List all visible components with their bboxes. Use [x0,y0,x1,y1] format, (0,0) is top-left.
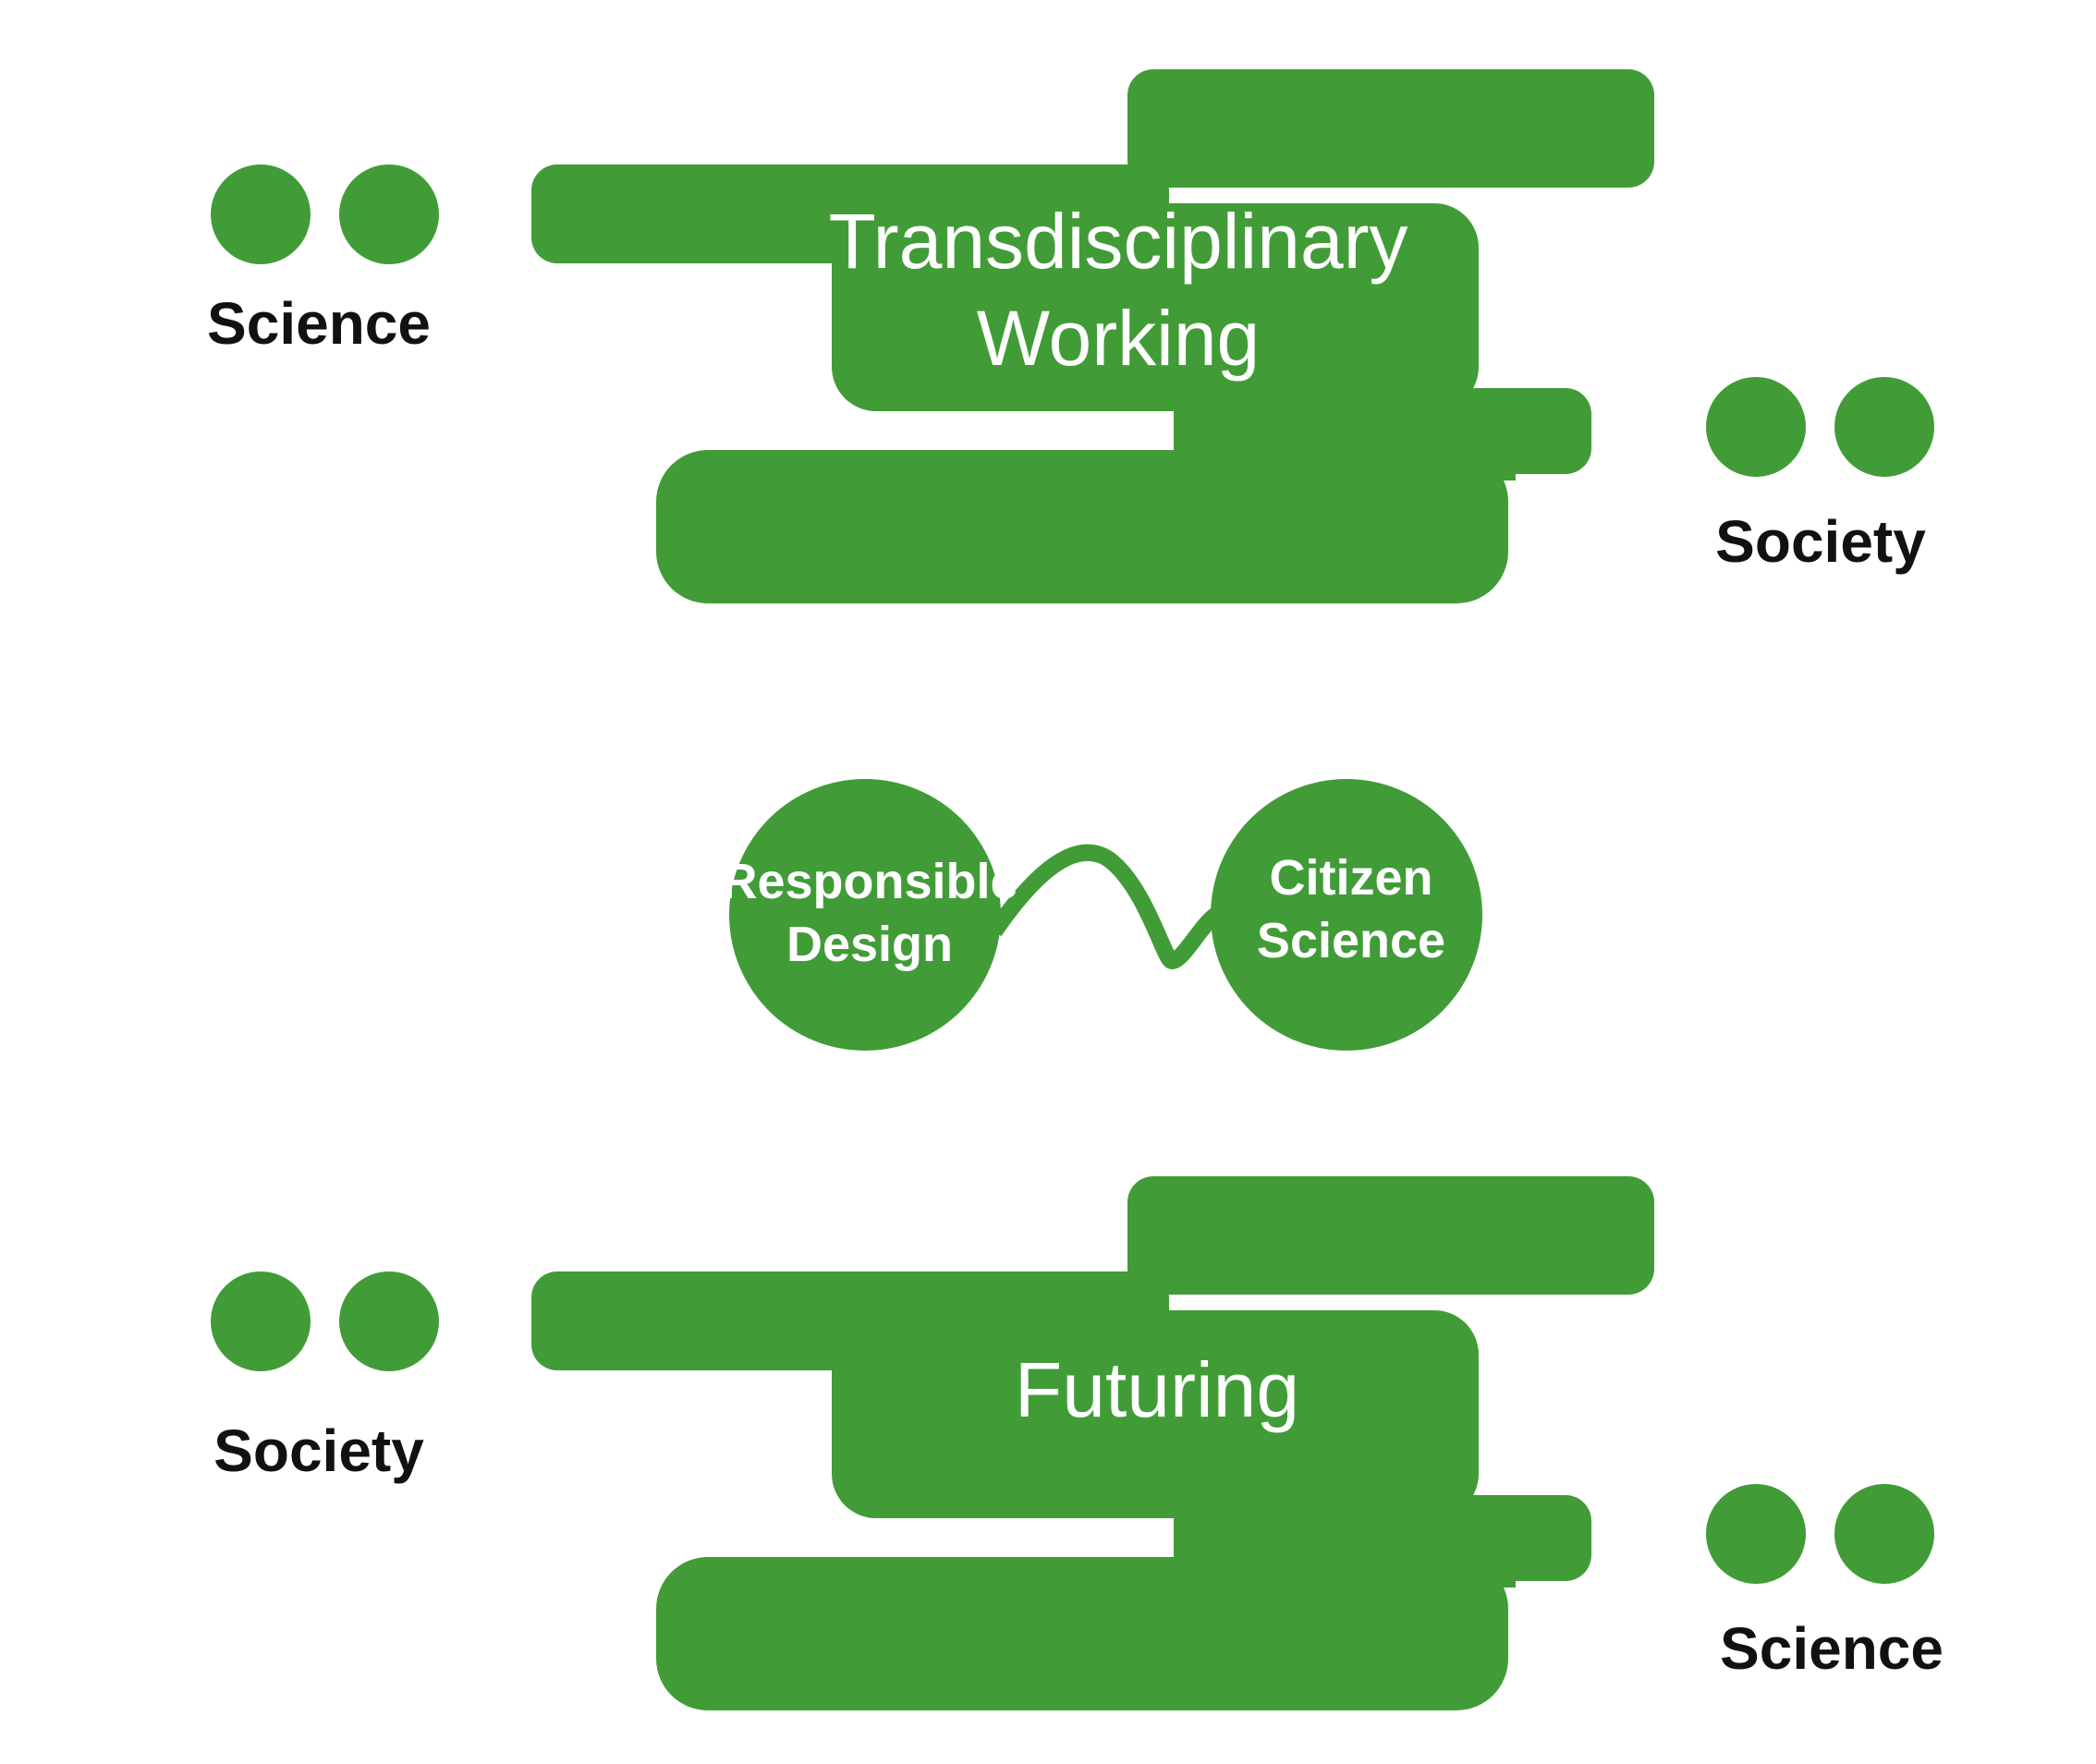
science-dot-right [339,164,439,264]
top-title-line2: Working [977,295,1261,382]
middle-section: Responsible Design Citizen Science [721,779,1482,1051]
science-dot-left-bottom [1706,1484,1806,1584]
responsible-design-circle [729,779,1001,1051]
responsible-design-line1: Responsible [721,854,1018,909]
top-section: Science Transdisciplinary Working Societ… [207,69,1934,603]
responsible-design-line2: Design [786,917,953,972]
bottom-right-label: Science [1720,1615,1944,1682]
top-title-line1: Transdisciplinary [828,198,1407,285]
bottom-section: Society Futuring Science [211,1176,1944,1710]
bottom-left-label: Society [213,1417,424,1484]
citizen-science-line1: Citizen [1269,850,1432,906]
bottom-title: Futuring [1015,1346,1299,1433]
society-dot-right-bottom [339,1271,439,1371]
futuring-shape [531,1176,1654,1710]
society-dot-right [1834,377,1934,477]
wave-connector [987,844,1222,970]
top-right-label: Society [1715,508,1926,575]
top-left-label: Science [207,290,431,357]
citizen-science-line2: Science [1257,913,1445,968]
science-dot-left [211,164,311,264]
society-dot-left-bottom [211,1271,311,1371]
society-dot-left [1706,377,1806,477]
science-dot-right-bottom [1834,1484,1934,1584]
citizen-science-circle [1211,779,1482,1051]
